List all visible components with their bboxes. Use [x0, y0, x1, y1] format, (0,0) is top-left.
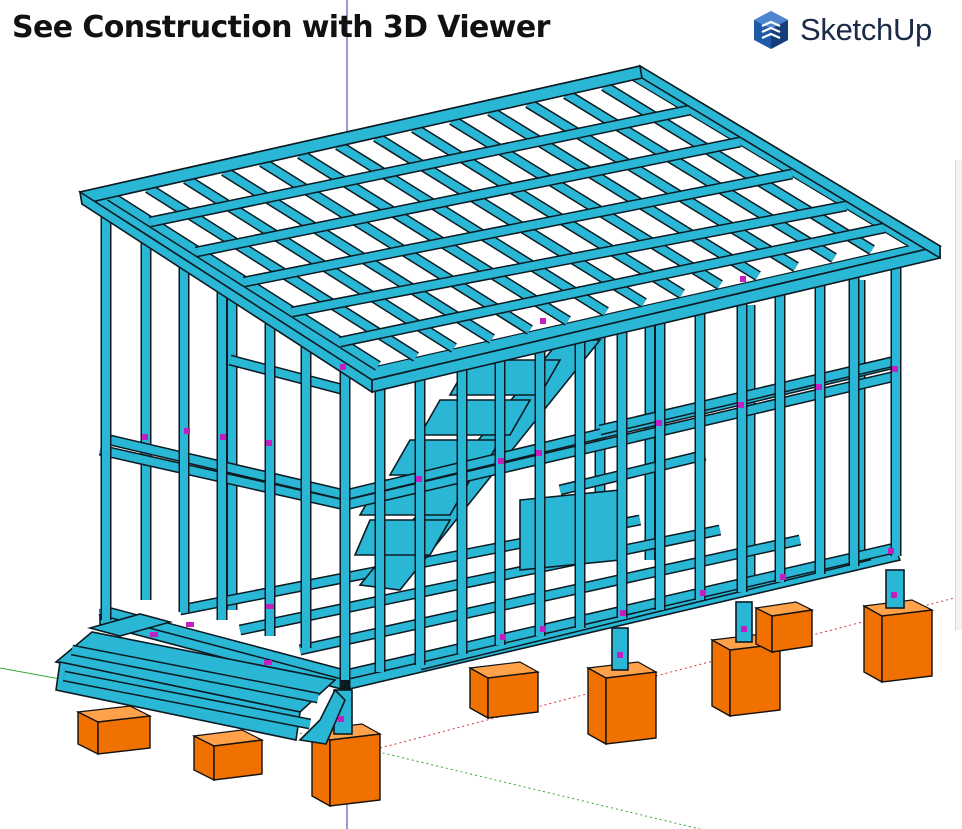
connection-brackets — [142, 276, 898, 722]
footing-block — [862, 599, 935, 684]
brand-name: SketchUp — [800, 12, 932, 47]
left-wall — [100, 205, 351, 680]
footing-block — [75, 705, 153, 756]
front-wall — [374, 262, 902, 672]
brand: SketchUp — [752, 10, 932, 50]
house-frame — [54, 64, 943, 745]
side-panel-edge — [955, 160, 962, 630]
footing-block — [586, 661, 658, 746]
roof-frame — [77, 64, 943, 394]
footing-block — [191, 729, 265, 782]
footing-block — [468, 661, 540, 720]
sketchup-logo-icon — [754, 11, 788, 49]
entry-steps — [54, 613, 346, 745]
foundation-blocks — [75, 599, 935, 808]
page-title: See Construction with 3D Viewer — [12, 10, 550, 45]
footing-block — [754, 601, 814, 654]
